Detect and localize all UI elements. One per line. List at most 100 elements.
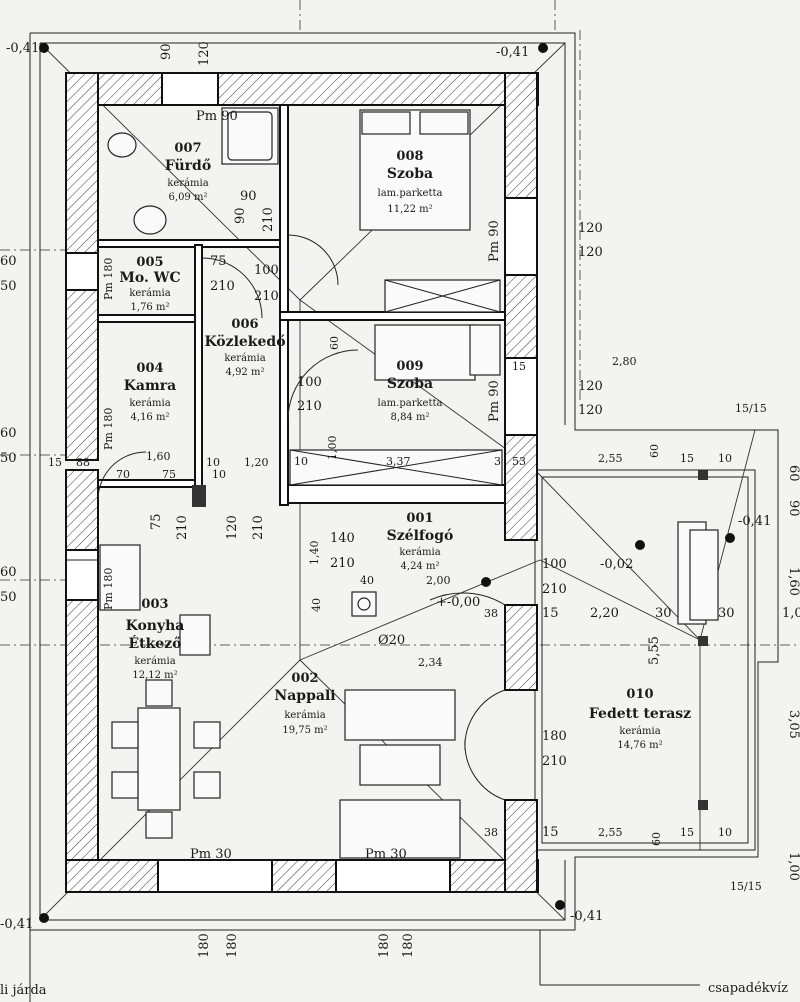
svg-text:8,84 m²: 8,84 m² xyxy=(391,412,430,423)
svg-text:90: 90 xyxy=(240,189,257,204)
svg-text:15: 15 xyxy=(542,825,559,840)
svg-text:50: 50 xyxy=(0,590,17,605)
svg-text:+-0,00: +-0,00 xyxy=(436,595,480,610)
svg-text:Pm 180: Pm 180 xyxy=(102,258,115,300)
svg-text:5,55: 5,55 xyxy=(647,636,662,665)
svg-text:15: 15 xyxy=(680,826,694,839)
room-label-szoba9: 009 Szoba lam.parketta 8,84 m² xyxy=(378,359,443,423)
svg-text:1,20: 1,20 xyxy=(244,456,269,469)
svg-text:kerámia: kerámia xyxy=(224,353,265,364)
svg-text:3,05: 3,05 xyxy=(786,710,800,739)
svg-text:kerámia: kerámia xyxy=(167,178,208,189)
svg-text:2,20: 2,20 xyxy=(590,606,619,621)
svg-text:li járda: li járda xyxy=(0,983,47,998)
svg-text:180: 180 xyxy=(225,933,240,958)
svg-text:-0,41: -0,41 xyxy=(496,45,529,60)
svg-text:210: 210 xyxy=(542,582,567,597)
svg-text:50: 50 xyxy=(0,279,17,294)
svg-text:-0,41: -0,41 xyxy=(6,41,39,56)
svg-text:15/15: 15/15 xyxy=(735,402,767,415)
svg-text:90: 90 xyxy=(786,500,800,517)
svg-text:4,16 m²: 4,16 m² xyxy=(131,412,170,423)
svg-text:60: 60 xyxy=(0,254,17,269)
svg-text:2,55: 2,55 xyxy=(598,452,623,465)
room-label-kamra: 004 Kamra kerámia 4,16 m² xyxy=(124,361,177,423)
svg-text:19,75 m²: 19,75 m² xyxy=(282,725,327,736)
svg-text:001: 001 xyxy=(406,511,433,526)
svg-text:10: 10 xyxy=(718,452,732,465)
room-label-wc: 005 Mo. WC kerámia 1,76 m² xyxy=(119,255,180,313)
svg-text:006: 006 xyxy=(231,317,258,332)
room-label-szoba8: 008 Szoba lam.parketta 11,22 m² xyxy=(378,149,443,215)
svg-text:1,60: 1,60 xyxy=(146,450,171,463)
svg-text:14,76 m²: 14,76 m² xyxy=(617,740,662,751)
svg-text:60: 60 xyxy=(328,336,341,350)
svg-text:kerámia: kerámia xyxy=(134,656,175,667)
svg-text:004: 004 xyxy=(136,361,163,376)
svg-text:Nappali: Nappali xyxy=(274,688,335,704)
svg-text:1,00: 1,00 xyxy=(326,436,339,461)
svg-text:120: 120 xyxy=(578,379,603,394)
svg-text:15: 15 xyxy=(48,456,62,469)
svg-text:Szoba: Szoba xyxy=(387,376,433,392)
dimensions: Pm 90 90 120 Pm 30 Pm 30 120 120 120 120… xyxy=(0,41,800,958)
svg-text:10: 10 xyxy=(718,826,732,839)
svg-text:6,09 m²: 6,09 m² xyxy=(169,192,208,203)
svg-text:4,92 m²: 4,92 m² xyxy=(226,367,265,378)
svg-text:2,00: 2,00 xyxy=(426,574,451,587)
svg-text:38: 38 xyxy=(484,607,498,620)
svg-text:90: 90 xyxy=(159,43,174,60)
svg-text:kerámia: kerámia xyxy=(129,288,170,299)
svg-text:005: 005 xyxy=(136,255,163,270)
svg-text:30: 30 xyxy=(655,606,672,621)
svg-text:15/15: 15/15 xyxy=(730,880,762,893)
svg-text:10: 10 xyxy=(212,468,226,481)
svg-text:100: 100 xyxy=(254,263,279,278)
svg-text:210: 210 xyxy=(251,515,266,540)
svg-text:210: 210 xyxy=(175,515,190,540)
svg-text:60: 60 xyxy=(648,444,661,458)
svg-text:120: 120 xyxy=(578,245,603,260)
svg-text:Pm 180: Pm 180 xyxy=(102,408,115,450)
svg-text:-0,41: -0,41 xyxy=(570,909,603,924)
svg-text:60: 60 xyxy=(650,832,663,846)
svg-text:007: 007 xyxy=(174,141,201,156)
svg-text:210: 210 xyxy=(330,556,355,571)
svg-text:010: 010 xyxy=(626,687,653,702)
svg-text:2,55: 2,55 xyxy=(598,826,623,839)
footer-labels: li járda csapadékvíz xyxy=(0,981,788,998)
svg-text:180: 180 xyxy=(377,933,392,958)
svg-text:3: 3 xyxy=(494,455,501,468)
svg-text:Közlekedő: Közlekedő xyxy=(204,334,285,350)
doors xyxy=(66,234,506,801)
svg-text:210: 210 xyxy=(210,279,235,294)
svg-text:15: 15 xyxy=(512,360,526,373)
svg-text:1,76 m²: 1,76 m² xyxy=(131,302,170,313)
svg-text:Mo. WC: Mo. WC xyxy=(119,270,180,286)
svg-text:kerámia: kerámia xyxy=(284,710,325,721)
svg-text:csapadékvíz: csapadékvíz xyxy=(708,981,788,996)
svg-text:15: 15 xyxy=(680,452,694,465)
room-label-szelf: 001 Szélfogó kerámia 4,24 m² xyxy=(387,511,454,572)
svg-text:120: 120 xyxy=(578,403,603,418)
svg-text:1,40: 1,40 xyxy=(308,541,321,566)
svg-text:210: 210 xyxy=(254,289,279,304)
svg-text:Pm 180: Pm 180 xyxy=(102,568,115,610)
svg-text:-0,41: -0,41 xyxy=(0,917,33,932)
svg-text:kerámia: kerámia xyxy=(619,726,660,737)
svg-text:1,00: 1,00 xyxy=(786,852,800,881)
svg-text:003: 003 xyxy=(141,597,168,612)
svg-text:Pm 30: Pm 30 xyxy=(365,847,407,862)
svg-text:Étkező: Étkező xyxy=(128,634,181,652)
svg-text:180: 180 xyxy=(197,933,212,958)
svg-text:75: 75 xyxy=(162,468,176,481)
svg-text:Fedett terasz: Fedett terasz xyxy=(589,706,691,722)
svg-text:180: 180 xyxy=(542,729,567,744)
svg-text:Ø20: Ø20 xyxy=(378,633,405,648)
level-markers: -0,41 -0,41 -0,41 -0,41 -0,41 -0,02 +-0,… xyxy=(0,41,771,932)
svg-text:10: 10 xyxy=(294,455,308,468)
svg-text:Kamra: Kamra xyxy=(124,378,177,394)
svg-text:009: 009 xyxy=(396,359,423,374)
svg-text:kerámia: kerámia xyxy=(399,547,440,558)
svg-text:180: 180 xyxy=(401,933,416,958)
